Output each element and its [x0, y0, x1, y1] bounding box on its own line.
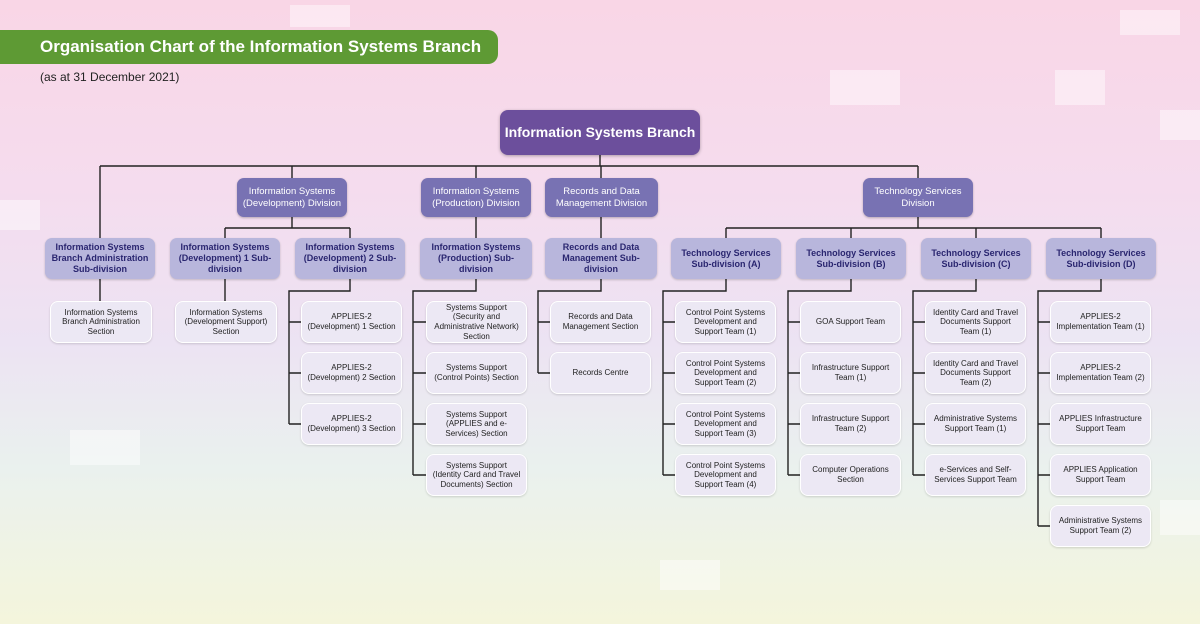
- section-box: Control Point Systems Development and Su…: [675, 403, 776, 445]
- section-box: Infrastructure Support Team (1): [800, 352, 901, 394]
- background-decoration: [70, 430, 140, 465]
- section-box: Infrastructure Support Team (2): [800, 403, 901, 445]
- section-box: APPLIES-2 (Development) 3 Section: [301, 403, 402, 445]
- root-node: Information Systems Branch: [500, 110, 700, 155]
- subdivision-dev1: Information Systems (Development) 1 Sub-…: [170, 238, 280, 279]
- section-box: e-Services and Self-Services Support Tea…: [925, 454, 1026, 496]
- section-box: Control Point Systems Development and Su…: [675, 352, 776, 394]
- background-decoration: [1160, 500, 1200, 535]
- background-decoration: [290, 5, 350, 27]
- section-box: Identity Card and Travel Documents Suppo…: [925, 352, 1026, 394]
- section-box: Records Centre: [550, 352, 651, 394]
- chart-title: Organisation Chart of the Information Sy…: [0, 30, 498, 64]
- division-records: Records and Data Management Division: [545, 178, 658, 217]
- section-box: Systems Support (Identity Card and Trave…: [426, 454, 527, 496]
- section-box: Systems Support (APPLIES and e-Services)…: [426, 403, 527, 445]
- background-decoration: [1120, 10, 1180, 35]
- subdivision-dev2: Information Systems (Development) 2 Sub-…: [295, 238, 405, 279]
- division-development: Information Systems (Development) Divisi…: [237, 178, 347, 217]
- subdivision-tsd: Technology Services Sub-division (D): [1046, 238, 1156, 279]
- background-decoration: [830, 70, 900, 105]
- section-box: Information Systems Branch Administratio…: [50, 301, 152, 343]
- section-box: APPLIES-2 Implementation Team (2): [1050, 352, 1151, 394]
- background-decoration: [0, 200, 40, 230]
- section-box: Identity Card and Travel Documents Suppo…: [925, 301, 1026, 343]
- subdivision-tsa: Technology Services Sub-division (A): [671, 238, 781, 279]
- subdivision-tsc: Technology Services Sub-division (C): [921, 238, 1031, 279]
- section-box: Information Systems (Development Support…: [175, 301, 277, 343]
- section-box: Control Point Systems Development and Su…: [675, 454, 776, 496]
- section-box: Control Point Systems Development and Su…: [675, 301, 776, 343]
- chart-date: (as at 31 December 2021): [40, 70, 180, 84]
- background-decoration: [660, 560, 720, 590]
- section-box: APPLIES-2 Implementation Team (1): [1050, 301, 1151, 343]
- section-box: Computer Operations Section: [800, 454, 901, 496]
- subdivision-tsb: Technology Services Sub-division (B): [796, 238, 906, 279]
- subdivision-rdm: Records and Data Management Sub-division: [545, 238, 657, 279]
- section-box: Systems Support (Control Points) Section: [426, 352, 527, 394]
- background-decoration: [1160, 110, 1200, 140]
- section-box: APPLIES-2 (Development) 1 Section: [301, 301, 402, 343]
- section-box: Records and Data Management Section: [550, 301, 651, 343]
- section-box: APPLIES-2 (Development) 2 Section: [301, 352, 402, 394]
- division-technology: Technology Services Division: [863, 178, 973, 217]
- background-decoration: [1055, 70, 1105, 105]
- section-box: APPLIES Infrastructure Support Team: [1050, 403, 1151, 445]
- division-production: Information Systems (Production) Divisio…: [421, 178, 531, 217]
- section-box: APPLIES Application Support Team: [1050, 454, 1151, 496]
- section-box: Administrative Systems Support Team (1): [925, 403, 1026, 445]
- section-box: Administrative Systems Support Team (2): [1050, 505, 1151, 547]
- section-box: Systems Support (Security and Administra…: [426, 301, 527, 343]
- subdivision-prod: Information Systems (Production) Sub-div…: [420, 238, 532, 279]
- section-box: GOA Support Team: [800, 301, 901, 343]
- subdivision-admin: Information Systems Branch Administratio…: [45, 238, 155, 279]
